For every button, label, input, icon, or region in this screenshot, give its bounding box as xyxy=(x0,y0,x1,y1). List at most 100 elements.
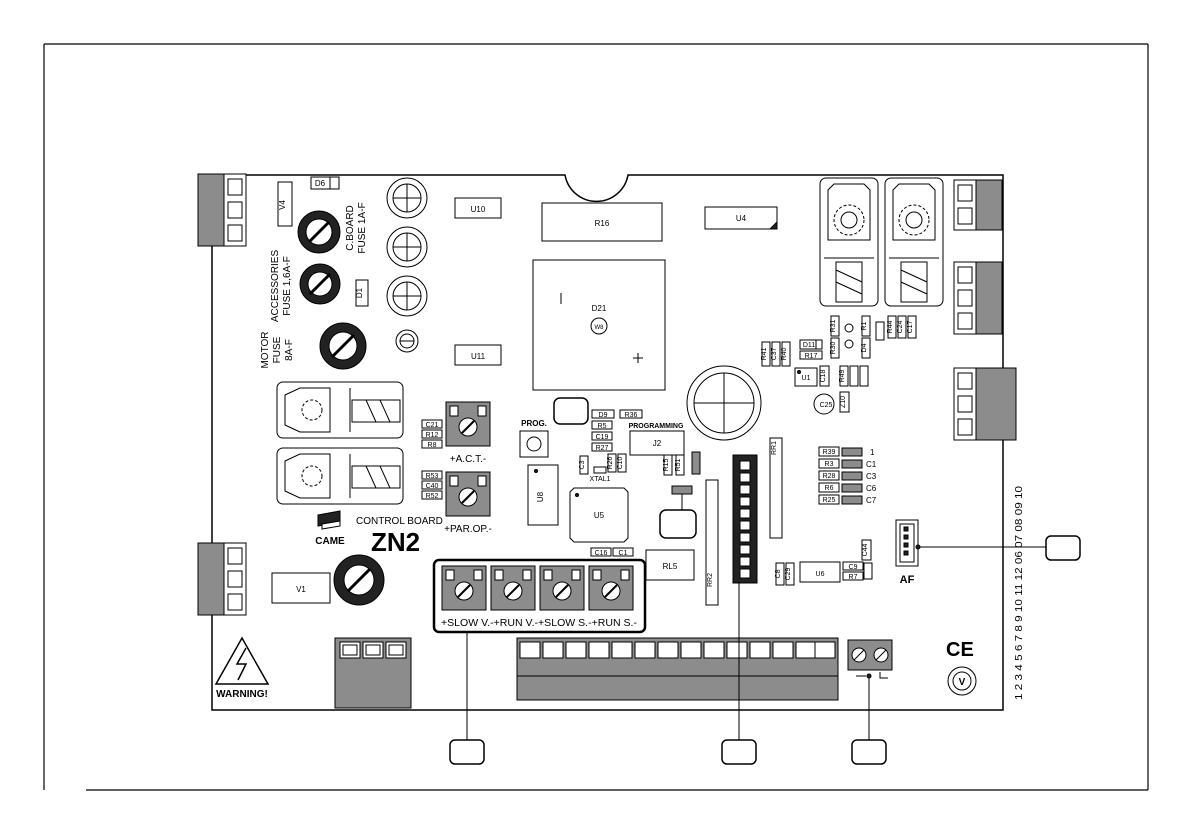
bridge-d21: D21 W8 xyxy=(532,259,666,391)
label-r15: R15 xyxy=(663,458,670,471)
label-r6: R6 xyxy=(825,485,834,492)
label-d1: D1 xyxy=(355,287,364,298)
label-r36: R36 xyxy=(625,412,638,419)
ce-mark: CE xyxy=(946,639,974,661)
label-c29: C29 xyxy=(785,567,792,580)
dip-label-c6: C6 xyxy=(866,484,877,493)
label-r3: R3 xyxy=(825,461,834,468)
fuse-control-board: C.BOARD FUSE 1A-F xyxy=(297,202,368,254)
label-c3: C3 xyxy=(579,460,586,469)
label-r44: R44 xyxy=(887,320,894,333)
label-c8: C8 xyxy=(775,569,782,578)
terminal-block-right-3 xyxy=(953,367,1017,441)
label-d6: D6 xyxy=(315,179,326,188)
label-fuse-motor-1: MOTOR xyxy=(260,331,271,368)
label-r27: R27 xyxy=(596,445,609,452)
label-u5: U5 xyxy=(594,511,605,520)
label-c37: C37 xyxy=(771,347,778,360)
label-d9: D9 xyxy=(599,412,608,419)
board-branding: CAME CONTROL BOARD ZN2 xyxy=(315,510,443,557)
callouts-bottom xyxy=(449,583,887,765)
label-fuse-acc-2: FUSE 1,6A-F xyxy=(282,256,293,315)
terminal-block-right-2 xyxy=(953,261,1003,335)
trimmer-act: +A.C.T.- xyxy=(445,401,491,465)
brand-came: CAME xyxy=(315,536,345,547)
label-u1: U1 xyxy=(802,375,811,382)
label-speed-trimmers: +SLOW V.-+RUN V.-+SLOW S.-+RUN S.- xyxy=(441,618,637,629)
label-j2: J2 xyxy=(653,439,662,448)
fuse-bottom xyxy=(333,554,385,606)
label-rr2: RR2 xyxy=(707,573,714,587)
label-u4: U4 xyxy=(736,214,747,223)
label-fuse-acc-1: ACCESSORIES xyxy=(270,250,281,323)
label-u10: U10 xyxy=(471,205,486,214)
label-c21: C21 xyxy=(426,422,439,429)
label-w8: W8 xyxy=(595,325,605,331)
label-c18: C18 xyxy=(820,369,827,382)
label-r16: R16 xyxy=(595,219,610,228)
prog-button: PROG. xyxy=(519,397,589,458)
label-c25: C25 xyxy=(820,402,833,409)
label-act: +A.C.T.- xyxy=(450,454,486,465)
round-component xyxy=(686,365,762,441)
label-r28: R28 xyxy=(823,473,836,480)
label-xtal1: XTAL1 xyxy=(590,476,611,483)
label-r30: R30 xyxy=(830,341,837,354)
label-r25: R25 xyxy=(823,497,836,504)
label-v4: V4 xyxy=(278,200,287,210)
label-r40: R40 xyxy=(781,347,788,360)
label-fuse-motor-3: 8A-F xyxy=(284,339,295,361)
label-c16: C16 xyxy=(595,550,608,557)
label-fuse-cboard-2: FUSE 1A-F xyxy=(357,202,368,253)
date-seal: V xyxy=(947,666,977,696)
label-rr1: RR1 xyxy=(771,441,778,455)
warning-label: WARNING! xyxy=(216,689,268,700)
label-r52: R52 xyxy=(426,493,439,500)
label-par-op: +PAR.OP.- xyxy=(444,524,492,535)
label-z10: Z10 xyxy=(840,396,847,408)
label-r17: R17 xyxy=(805,353,818,360)
label-c17: C17 xyxy=(907,320,914,333)
relay-left-2 xyxy=(276,447,404,505)
small-components-right: R41 C37 R40 D11 R17 R31 R30 R1 D4 R44 C2… xyxy=(761,315,917,415)
terminal-block-bottom-main xyxy=(516,637,839,701)
label-u8: U8 xyxy=(536,491,545,502)
label-r39: R39 xyxy=(823,449,836,456)
board-outline xyxy=(211,174,1004,711)
label-v1: V1 xyxy=(296,585,306,594)
label-programming: PROGRAMMING xyxy=(629,423,684,430)
terminal-block-bottom-left xyxy=(197,542,247,616)
label-r8: R8 xyxy=(428,442,437,449)
label-c1-cap: C1 xyxy=(619,550,628,557)
af-connector: AF xyxy=(895,519,1081,586)
board-title: CONTROL BOARD xyxy=(356,516,443,527)
label-d11: D11 xyxy=(803,342,815,349)
label-c24: C24 xyxy=(897,320,904,333)
board-model: ZN2 xyxy=(371,527,420,557)
label-r7: R7 xyxy=(849,574,858,581)
label-u11: U11 xyxy=(471,352,486,361)
terminal-block-right-1 xyxy=(953,179,1003,231)
svg-text:V: V xyxy=(959,677,966,688)
label-d21: D21 xyxy=(592,304,607,313)
label-d4: D4 xyxy=(861,343,868,352)
warning-symbol: WARNING! xyxy=(214,636,270,700)
page-frame xyxy=(43,43,1149,791)
middle-components: D9 R36 R5 C19 R27 C3 R26 C10 XTAL1 PROGR… xyxy=(527,409,701,543)
relay-right-2 xyxy=(884,177,944,307)
label-c10: C10 xyxy=(617,456,624,469)
label-fuse-motor-2: FUSE xyxy=(272,336,283,363)
trimmer-par-op: +PAR.OP.- xyxy=(444,471,492,535)
relay-right-1 xyxy=(819,177,879,307)
lower-right-components: C8 C29 U6 C9 R7 C44 xyxy=(775,539,873,586)
label-af: AF xyxy=(900,574,915,586)
fuse-accessories: ACCESSORIES FUSE 1,6A-F xyxy=(270,250,341,323)
side-numbers: 1 2 3 4 5 6 7 8 9 10 11 12 06 07 08 09 1… xyxy=(1014,485,1025,700)
label-u6: U6 xyxy=(816,571,825,578)
label-r41: R41 xyxy=(761,347,768,360)
labels-near-trimmers: C21 R12 R8 R53 C40 R52 xyxy=(421,419,443,500)
label-rl5: RL5 xyxy=(663,562,678,571)
dip-label-1: 1 xyxy=(870,448,875,457)
label-r53: R53 xyxy=(426,473,439,480)
